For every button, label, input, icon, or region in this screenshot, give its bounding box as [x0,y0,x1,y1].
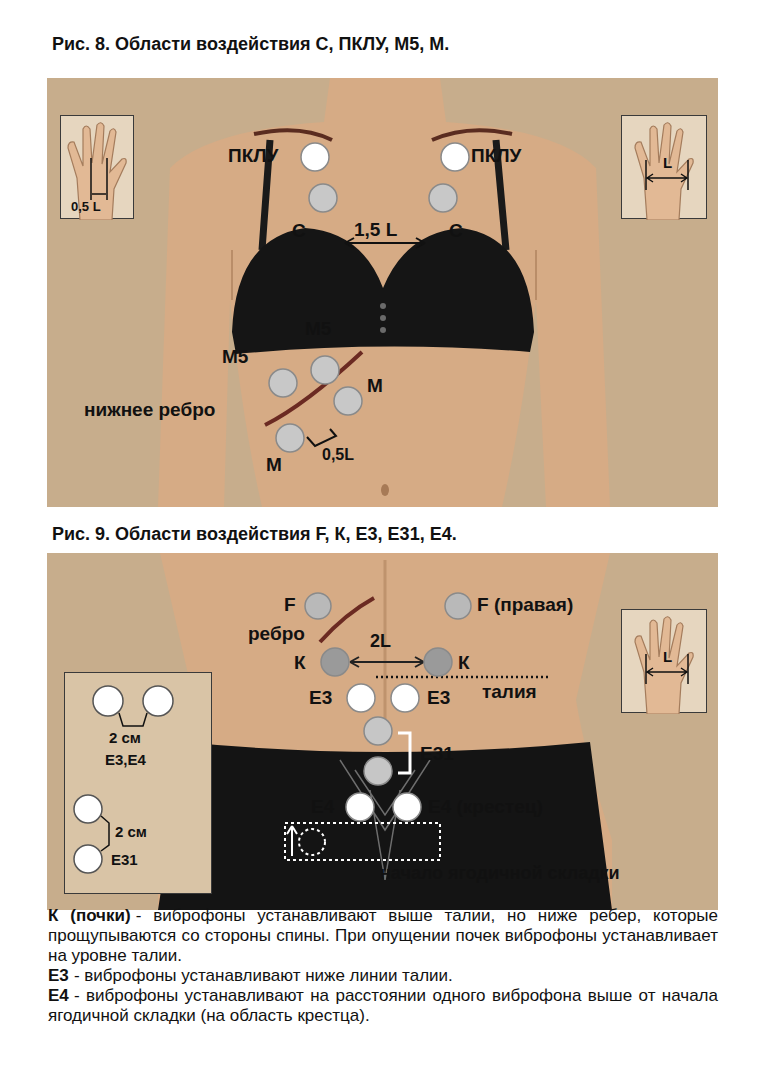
inset-text: 0,5 L [71,200,101,215]
point-label: E4 (крестец) [428,796,543,818]
point-label: ПКЛУ [471,145,521,167]
anatomy-label: нижнее ребро [84,399,215,421]
hand-inset: L [621,609,707,713]
point-label: ПКЛУ [228,145,278,167]
inset-text: L [663,154,672,171]
inset-text: E31 [111,851,138,868]
hand-inset: L [621,115,707,219]
point-label: М [266,454,282,476]
point-label: E4 [311,796,334,818]
point-label: E31 [420,743,454,765]
dimension: 0,5L [322,446,354,464]
point-label: М [367,375,383,397]
inset-text: 2 см [115,823,147,840]
anatomy-label: ребро [248,623,305,645]
point-label: С [292,220,306,242]
point-label: С [449,220,463,242]
point-label: E3 [427,687,450,709]
note-term: К (почки) [48,906,131,925]
inset-text: 2 см [109,729,141,746]
spacing-sketch [65,673,213,895]
hand-inset: 0,5 L [60,115,134,219]
dimension: 2L [370,631,391,652]
note-term: E4 [48,986,69,1005]
note-paragraph: E4- виброфоны устанавливают на расстояни… [48,986,718,1026]
note-paragraph: К (почки)- виброфоны устанавливают выше … [48,906,718,966]
anatomy-label: талия [482,681,537,703]
point-label: К [294,652,306,674]
anatomy-label: начало ягодичной складки [380,863,620,884]
point-label: К [458,652,470,674]
note-paragraph: E3 - виброфоны устанавливают ниже линии т… [48,966,718,986]
note-text: - виброфоны устанавливают выше талии, но… [48,906,718,965]
note-text: - виброфоны устанавливают ниже линии тал… [74,966,453,985]
inset-text: E3,E4 [105,751,146,768]
point-label: М5 [305,318,331,340]
point-label: М5 [222,346,248,368]
figure-title: Рис. 8. Области воздействия С, ПКЛУ, М5,… [52,34,449,55]
point-label: E3 [309,687,332,709]
point-label: F (правая) [477,594,573,616]
dimension: 1,5 L [354,219,397,241]
inset-text: L [663,648,672,665]
point-label: F [284,594,296,616]
spacing-inset: 2 см E3,E4 2 см E31 [64,672,212,894]
figure-title: Рис. 9. Области воздействия F, К, E3, E3… [52,524,457,545]
note-text: - виброфоны устанавливают на расстоянии … [48,986,718,1025]
note-term: E3 [48,966,69,985]
